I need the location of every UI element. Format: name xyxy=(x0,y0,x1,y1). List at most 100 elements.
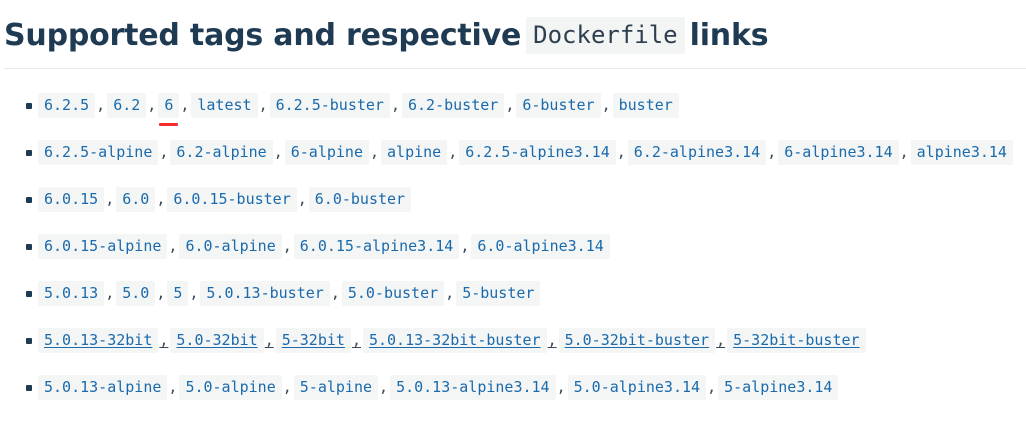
tag-line: 5.0.13,5.0,5,5.0.13-buster,5.0-buster,5-… xyxy=(38,281,541,306)
tag-link[interactable]: 6.2.5-alpine xyxy=(38,140,159,165)
tag-link[interactable]: 6.0-buster xyxy=(308,187,412,212)
tag-separator: , xyxy=(258,96,268,114)
tag-separator: , xyxy=(616,143,626,161)
tag-separator: , xyxy=(282,237,292,255)
tag-line: 5.0.13-32bit,5.0-32bit,5-32bit,5.0.13-32… xyxy=(38,328,866,353)
tag-link[interactable]: 6 xyxy=(158,93,180,126)
tag-separator: , xyxy=(147,96,157,114)
tag-link[interactable]: 6.2.5-buster xyxy=(269,93,390,118)
tag-link[interactable]: latest xyxy=(191,93,258,118)
tag-separator: , xyxy=(448,143,458,161)
tag-link[interactable]: 5.0.13-buster xyxy=(200,281,330,306)
tag-link[interactable]: alpine3.14 xyxy=(910,140,1013,165)
tag-separator: , xyxy=(168,378,178,396)
tag-separator: , xyxy=(351,331,361,349)
tag-separator: , xyxy=(159,331,169,349)
tag-separator: , xyxy=(297,190,307,208)
tag-separator: , xyxy=(96,96,106,114)
tag-link[interactable]: 6.0.15-alpine xyxy=(38,234,168,259)
tag-link[interactable]: 5 xyxy=(167,281,189,306)
tag-line: 6.2.5,6.2,6,latest,6.2.5-buster,6.2-bust… xyxy=(38,93,679,126)
tag-link[interactable]: 6.0.15-buster xyxy=(167,187,297,212)
tag-line: 6.2.5-alpine,6.2-alpine,6-alpine,alpine,… xyxy=(38,140,1013,165)
tag-line: 6.0.15-alpine,6.0-alpine,6.0.15-alpine3.… xyxy=(38,234,610,259)
tag-link[interactable]: 5-32bit-buster xyxy=(727,328,866,353)
tag-separator: , xyxy=(390,96,400,114)
tag-link[interactable]: 6.0-alpine3.14 xyxy=(471,234,610,259)
supported-tags-list: 6.2.5,6.2,6,latest,6.2.5-buster,6.2-bust… xyxy=(0,82,1026,411)
tag-link[interactable]: 6.2-alpine xyxy=(170,140,273,165)
tag-separator: , xyxy=(460,237,470,255)
tag-row: 5.0.13,5.0,5,5.0.13-buster,5.0-buster,5-… xyxy=(0,270,1026,317)
tag-separator: , xyxy=(556,378,566,396)
tag-link[interactable]: 5-buster xyxy=(456,281,541,306)
tag-link[interactable]: 5.0.13 xyxy=(38,281,105,306)
tag-separator: , xyxy=(716,331,726,349)
tag-link[interactable]: 5-alpine xyxy=(293,375,379,400)
tag-link[interactable]: 5-32bit xyxy=(275,328,351,353)
page-title-prefix: Supported tags and respective xyxy=(4,18,522,53)
bullet-icon xyxy=(26,337,32,344)
tag-row: 6.0.15-alpine,6.0-alpine,6.0.15-alpine3.… xyxy=(0,223,1026,270)
tag-separator: , xyxy=(767,143,777,161)
tag-link[interactable]: 5.0.13-32bit-buster xyxy=(362,328,547,353)
tag-separator: , xyxy=(156,190,166,208)
tag-row: 6.2.5,6.2,6,latest,6.2.5-buster,6.2-bust… xyxy=(0,82,1026,129)
tag-link[interactable]: 6-alpine3.14 xyxy=(778,140,899,165)
bullet-icon xyxy=(26,102,32,109)
bullet-icon xyxy=(26,243,32,250)
tag-separator: , xyxy=(168,237,178,255)
tag-link[interactable]: 6.2-alpine3.14 xyxy=(627,140,767,165)
tag-link[interactable]: 6-alpine xyxy=(284,140,369,165)
tag-link[interactable]: buster xyxy=(612,93,679,118)
tag-link[interactable]: 5.0.13-alpine xyxy=(38,375,168,400)
tag-link[interactable]: 5.0-buster xyxy=(341,281,445,306)
tag-separator: , xyxy=(105,190,115,208)
tag-row: 6.2.5-alpine,6.2-alpine,6-alpine,alpine,… xyxy=(0,129,1026,176)
tag-link[interactable]: 6-buster xyxy=(516,93,601,118)
tag-line: 5.0.13-alpine,5.0-alpine,5-alpine,5.0.13… xyxy=(38,375,839,400)
tag-link[interactable]: 6.0.15 xyxy=(38,187,105,212)
tag-link[interactable]: 5.0-alpine3.14 xyxy=(567,375,707,400)
tag-line: 6.0.15,6.0,6.0.15-buster,6.0-buster xyxy=(38,187,412,212)
tag-row: 5.0.13-alpine,5.0-alpine,5-alpine,5.0.13… xyxy=(0,364,1026,411)
tag-separator: , xyxy=(707,378,717,396)
tag-separator: , xyxy=(445,284,455,302)
tag-link[interactable]: 5.0-32bit-buster xyxy=(558,328,716,353)
tag-link[interactable]: 5.0 xyxy=(116,281,156,306)
tag-link[interactable]: 6.2-buster xyxy=(402,93,505,118)
tag-separator: , xyxy=(159,143,169,161)
tag-separator: , xyxy=(180,96,190,114)
tag-separator: , xyxy=(273,143,283,161)
tag-link[interactable]: alpine xyxy=(381,140,448,165)
tag-link[interactable]: 5-alpine3.14 xyxy=(718,375,839,400)
tag-row: 6.0.15,6.0,6.0.15-buster,6.0-buster xyxy=(0,176,1026,223)
tag-separator: , xyxy=(189,284,199,302)
tag-separator: , xyxy=(379,378,389,396)
tag-link[interactable]: 6.2.5 xyxy=(38,93,96,118)
dockerfile-code-span: Dockerfile xyxy=(526,17,685,54)
tag-link[interactable]: 6.0 xyxy=(116,187,156,212)
tag-link[interactable]: 6.2 xyxy=(107,93,147,118)
tag-separator: , xyxy=(156,284,166,302)
tag-separator: , xyxy=(370,143,380,161)
page-title-suffix: links xyxy=(689,18,769,53)
tag-separator: , xyxy=(282,378,292,396)
bullet-icon xyxy=(26,290,32,297)
tag-link[interactable]: 5.0-32bit xyxy=(170,328,264,353)
tag-separator: , xyxy=(105,284,115,302)
bullet-icon xyxy=(26,149,32,156)
tag-link[interactable]: 5.0.13-alpine3.14 xyxy=(390,375,556,400)
tag-link[interactable]: 6.2.5-alpine3.14 xyxy=(459,140,616,165)
tag-separator: , xyxy=(264,331,274,349)
title-divider xyxy=(4,68,1026,69)
tag-link[interactable]: 5.0.13-32bit xyxy=(38,328,159,353)
tag-link[interactable]: 6.0-alpine xyxy=(179,234,282,259)
tag-link[interactable]: 5.0-alpine xyxy=(179,375,282,400)
tag-separator: , xyxy=(505,96,515,114)
tag-row: 5.0.13-32bit,5.0-32bit,5-32bit,5.0.13-32… xyxy=(0,317,1026,364)
tag-link[interactable]: 6.0.15-alpine3.14 xyxy=(293,234,460,259)
